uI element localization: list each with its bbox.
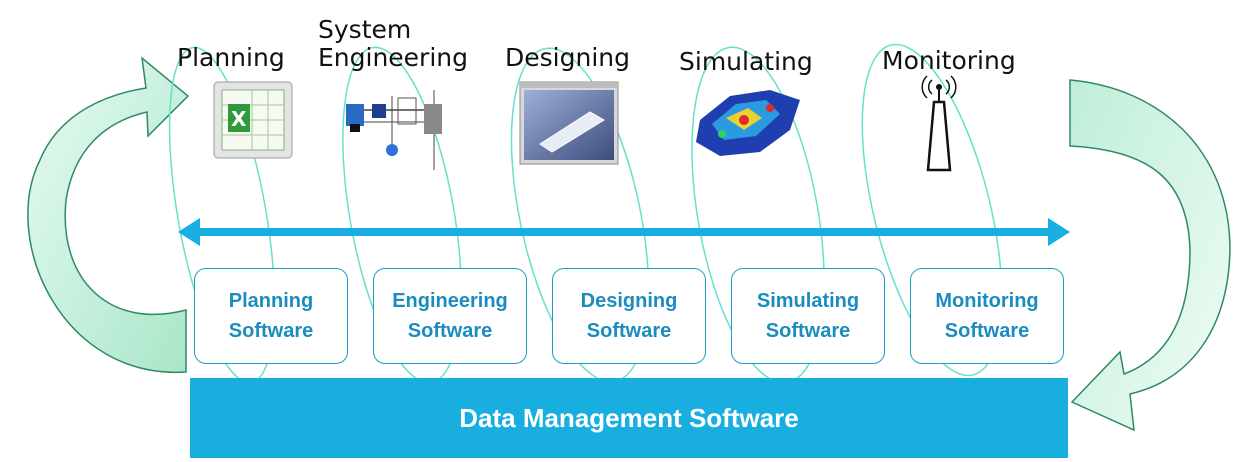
- software-label-line1: Monitoring: [935, 290, 1039, 312]
- software-label-line2: Software: [944, 320, 1030, 342]
- software-label-line2: Software: [407, 320, 493, 342]
- stage-label-planning: Planning: [177, 43, 285, 72]
- monitoring-software-box: Monitoring Software: [910, 268, 1064, 364]
- schematic-icon: [346, 90, 442, 170]
- simulation-heatmap-icon: [696, 90, 800, 156]
- stage-label-system-engineering: System Engineering: [318, 15, 468, 72]
- software-label-line2: Software: [586, 320, 672, 342]
- antenna-tower-icon: [921, 75, 957, 172]
- stage-label-simulating: Simulating: [679, 47, 813, 76]
- software-label-line1: Engineering: [392, 290, 508, 312]
- planning-software-box: Planning Software: [194, 268, 348, 364]
- software-label-line1: Planning: [228, 290, 314, 312]
- software-label-line1: Simulating: [756, 290, 860, 312]
- software-label-line2: Software: [228, 320, 314, 342]
- stage-label-designing: Designing: [505, 43, 630, 72]
- cycle-arrow-left: [27, 56, 190, 373]
- designing-software-box: Designing Software: [552, 268, 706, 364]
- spreadsheet-icon: X: [213, 81, 293, 159]
- cad-model-icon: [519, 81, 619, 165]
- engineering-software-box: Engineering Software: [373, 268, 527, 364]
- cycle-arrow-right: [1069, 79, 1231, 432]
- svg-text:X: X: [231, 107, 247, 131]
- software-label-line1: Designing: [580, 290, 678, 312]
- simulating-software-box: Simulating Software: [731, 268, 885, 364]
- stage-label-monitoring: Monitoring: [882, 46, 1016, 75]
- software-label-line2: Software: [765, 320, 851, 342]
- data-management-label: Data Management Software: [459, 402, 799, 433]
- double-arrow: [178, 218, 1070, 246]
- data-management-bar: Data Management Software: [190, 378, 1068, 458]
